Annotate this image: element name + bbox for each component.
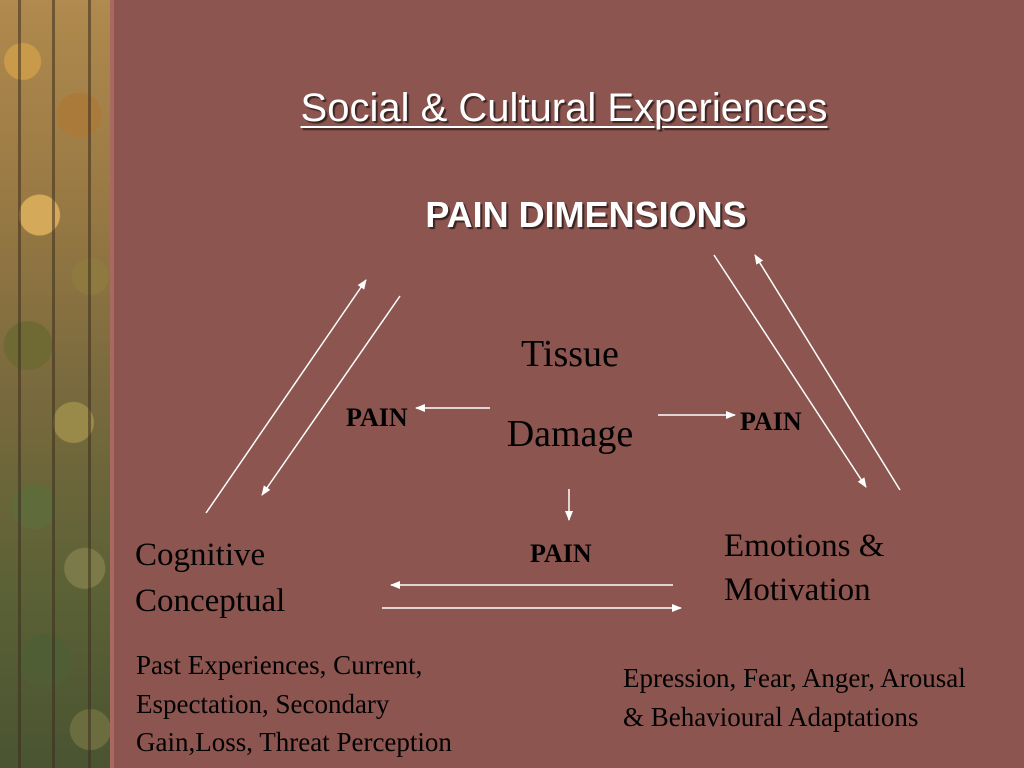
node-emotions-motivation: Emotions & Motivation: [724, 528, 885, 608]
arrow-top-to-emotions: [713, 254, 867, 488]
slide-title: Social & Cultural Experiences: [300, 86, 828, 130]
slide-subtitle: PAIN DIMENSIONS: [425, 194, 747, 235]
arrow-cognitive-to-top: [205, 279, 367, 514]
photo-divider: [110, 0, 114, 768]
pain-label-left: PAIN: [346, 403, 408, 432]
pain-label-right: PAIN: [740, 407, 802, 436]
autumn-trees-photo: [0, 0, 113, 768]
emotions-details: Epression, Fear, Anger, Arousal & Behavi…: [623, 663, 966, 732]
center-label-damage: Damage: [506, 413, 634, 455]
node-cognitive-conceptual: Cognitive Conceptual: [135, 537, 286, 619]
arrow-top-to-cognitive: [261, 295, 401, 496]
center-label-tissue: Tissue: [521, 333, 619, 375]
pain-label-bottom: PAIN: [530, 539, 592, 568]
cognitive-details: Past Experiences, Current, Espectation, …: [136, 650, 452, 757]
arrow-emotions-to-top: [754, 254, 901, 491]
